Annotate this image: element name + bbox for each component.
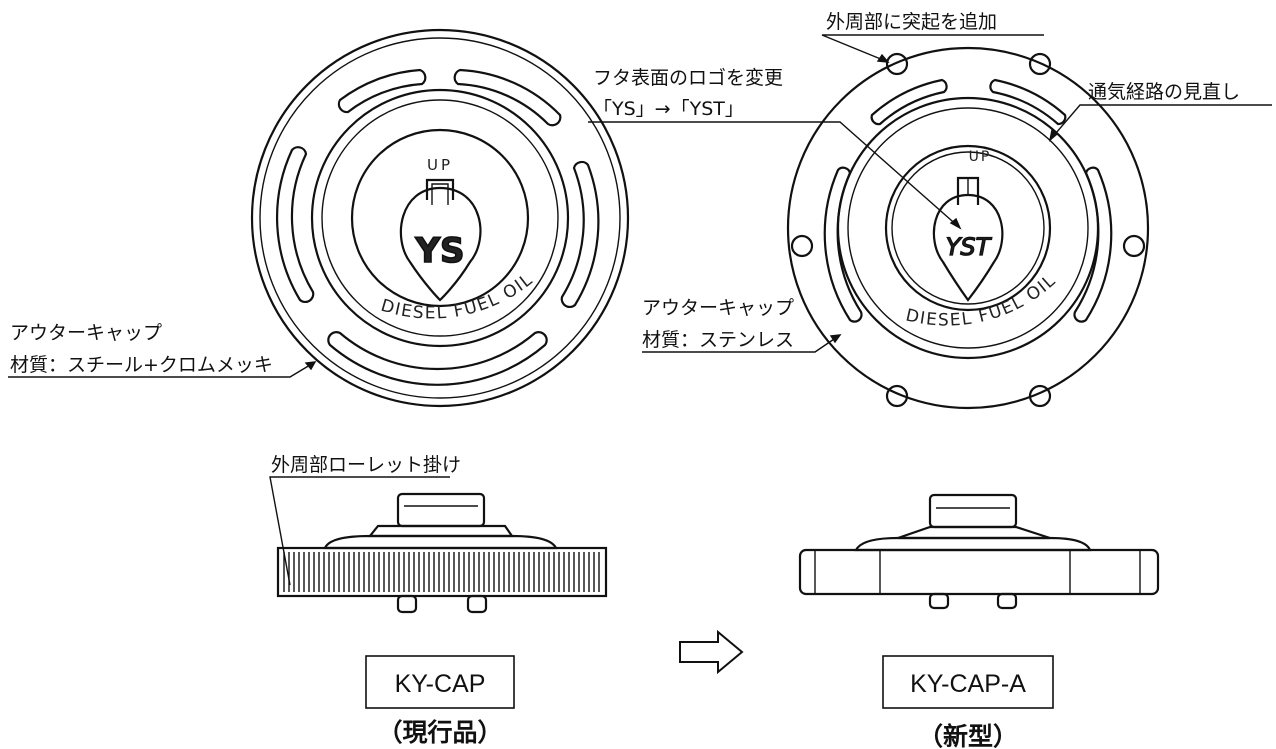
leader-lines bbox=[8, 34, 1272, 586]
old-knurl-lines bbox=[283, 552, 600, 592]
old-logo-text: YS bbox=[414, 231, 464, 271]
old-model-caption: （現行品） bbox=[377, 718, 502, 747]
new-model-name: KY-CAP-A bbox=[910, 670, 1026, 698]
arrow-right-outline-icon bbox=[679, 629, 744, 675]
old-outer-cap-label-2: 材質：スチール+クロムメッキ bbox=[10, 354, 273, 376]
new-vent-label: 通気経路の見直し bbox=[1088, 81, 1240, 103]
new-model-caption: （新型） bbox=[918, 722, 1018, 749]
new-outer-cap-label-2: 材質：ステンレス bbox=[642, 329, 794, 351]
old-cap-top-view bbox=[250, 28, 630, 408]
new-protrusion-label: 外周部に突起を追加 bbox=[826, 11, 997, 33]
new-model-box: KY-CAP-A bbox=[882, 655, 1054, 709]
old-model-box: KY-CAP bbox=[365, 655, 515, 709]
new-logo-text: YST bbox=[946, 233, 993, 261]
old-knurl-label: 外周部ローレット掛け bbox=[271, 454, 461, 476]
new-logo-label-1: フタ表面のロゴを変更 bbox=[593, 67, 783, 89]
new-logo-label-2: 「YS」→「YST」 bbox=[593, 98, 744, 120]
new-cap-side-view bbox=[798, 493, 1160, 610]
old-outer-cap-label-1: アウターキャップ bbox=[10, 322, 162, 344]
new-protrusion bbox=[885, 52, 909, 76]
new-up-text: UP bbox=[969, 149, 992, 165]
old-model-name: KY-CAP bbox=[395, 670, 486, 698]
new-cap-top-view bbox=[786, 46, 1150, 410]
new-outer-cap-label-1: アウターキャップ bbox=[642, 297, 794, 319]
old-cap-side-view bbox=[276, 492, 608, 614]
old-up-text: UP bbox=[427, 156, 453, 174]
